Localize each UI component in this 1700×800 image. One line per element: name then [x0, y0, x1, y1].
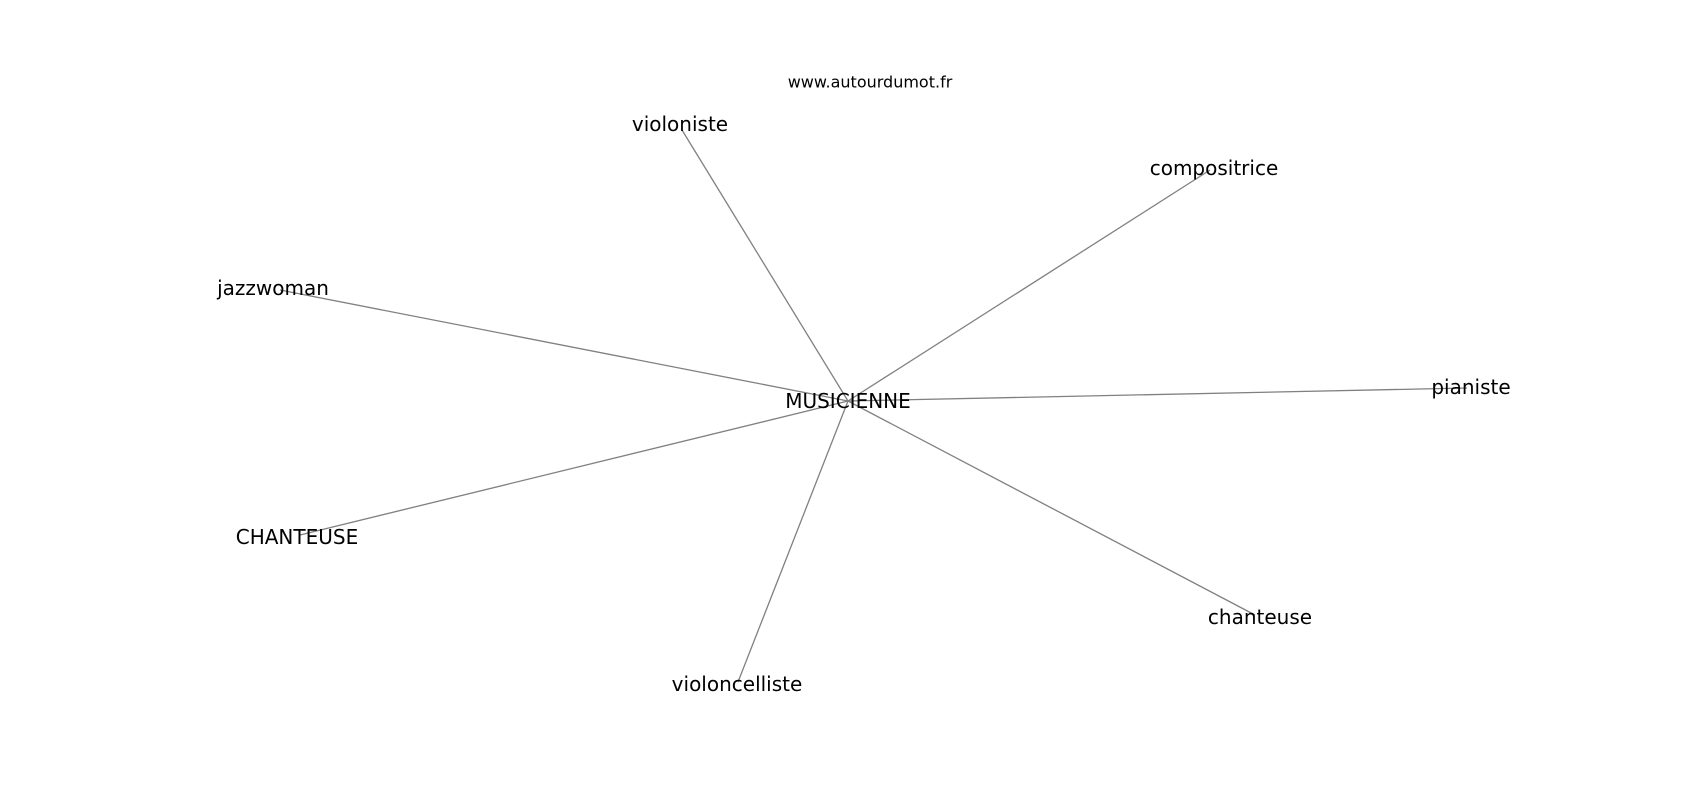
node-label-jazzwoman[interactable]: jazzwoman [216, 276, 329, 300]
edge-center-chanteuse [847, 400, 1256, 616]
center-node-label[interactable]: MUSICIENNE [785, 389, 911, 413]
edge-center-chanteuse-upper [299, 400, 849, 536]
nodes-layer: MUSICIENNE violoniste compositrice jazzwoma… [216, 112, 1511, 696]
edge-center-violoncelliste [737, 400, 849, 683]
edge-center-jazzwoman [279, 289, 849, 402]
edge-center-violoniste [681, 129, 849, 402]
node-label-violoncelliste[interactable]: violoncelliste [672, 672, 803, 696]
node-label-chanteuse[interactable]: chanteuse [1208, 605, 1312, 629]
edges-layer [279, 129, 1468, 683]
edge-center-compositrice [847, 169, 1211, 402]
watermark-text: www.autourdumot.fr [788, 73, 953, 92]
node-label-chanteuse-upper[interactable]: CHANTEUSE [236, 525, 358, 549]
node-label-compositrice[interactable]: compositrice [1150, 156, 1279, 180]
edge-center-pianiste [847, 387, 1468, 402]
node-label-violoniste[interactable]: violoniste [632, 112, 728, 136]
node-label-pianiste[interactable]: pianiste [1431, 375, 1510, 399]
